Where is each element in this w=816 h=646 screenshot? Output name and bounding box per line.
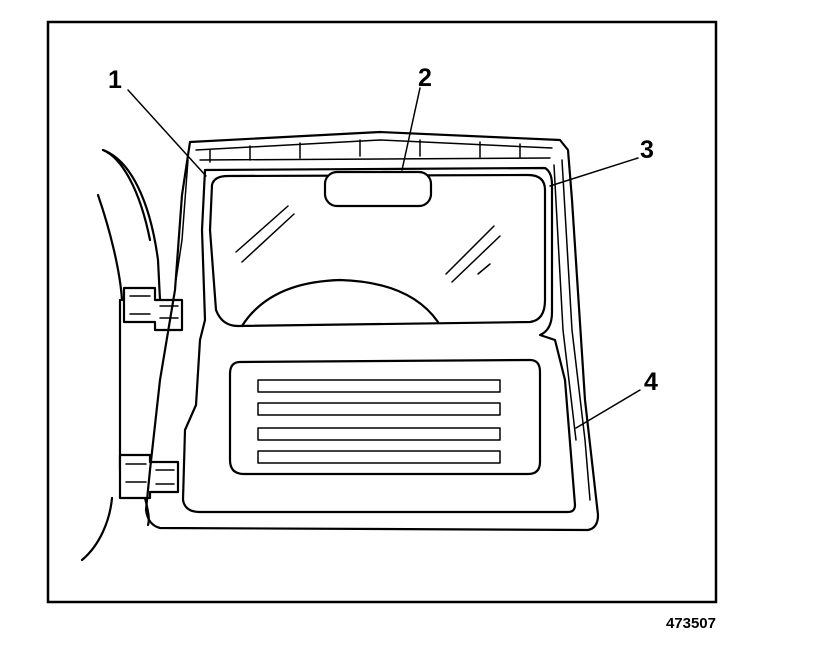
vehicle-body-side — [80, 148, 162, 562]
trim-slat — [257, 427, 501, 441]
callout-3-leader — [549, 157, 639, 187]
high-mount-stop-lamp — [323, 170, 433, 208]
callout-2: 2 — [418, 64, 432, 92]
trim-slat — [257, 450, 501, 464]
figure-reference-number: 473507 — [666, 615, 716, 632]
trim-slat — [257, 379, 501, 393]
rear-window-glass — [208, 173, 547, 328]
liftgate-trim-panel — [181, 166, 577, 514]
callout-4: 4 — [644, 368, 658, 396]
callout-2-leader — [401, 87, 421, 171]
figure-frame — [46, 20, 718, 604]
lower-trim-insert — [228, 358, 542, 476]
callout-1-leader — [127, 89, 207, 177]
liftgate-outer — [144, 130, 600, 532]
upper-hinge — [122, 286, 184, 332]
callout-3: 3 — [640, 136, 654, 164]
callout-1: 1 — [108, 66, 122, 94]
callout-4-leader — [575, 389, 641, 429]
trim-slat — [257, 402, 501, 416]
